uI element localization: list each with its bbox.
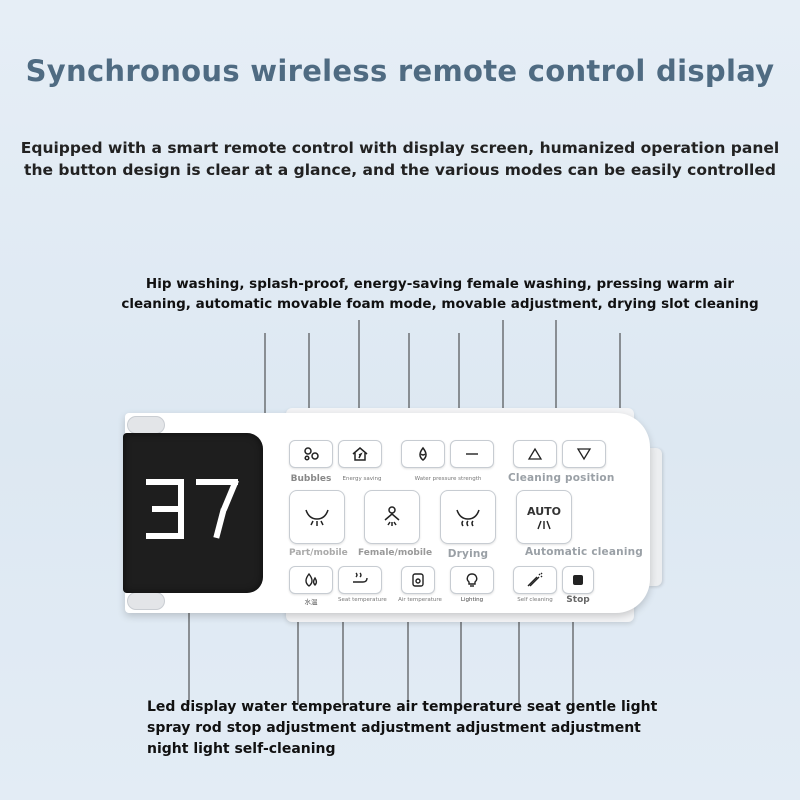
air-temperature-icon	[412, 573, 424, 587]
water-temperature-label: 水温	[304, 598, 318, 606]
triangle-down-icon	[576, 448, 592, 461]
auto-label: AUTO	[527, 504, 561, 518]
stop-label: Stop	[566, 595, 590, 605]
part-mobile-label: Part/mobile	[289, 548, 348, 558]
led-display: 37	[123, 433, 263, 593]
stop-icon	[573, 575, 583, 585]
self-cleaning-label: Self cleaning	[517, 597, 553, 603]
bubbles-label: Bubbles	[290, 474, 332, 484]
seat-icon	[353, 572, 368, 583]
drying-label: Drying	[447, 548, 489, 560]
self-cleaning-button[interactable]	[513, 566, 557, 594]
water-temperature-button[interactable]	[289, 566, 333, 594]
spray-wand-icon	[527, 572, 543, 587]
water-pressure-toggle-button[interactable]	[401, 440, 445, 468]
female-mobile-button[interactable]	[364, 490, 420, 544]
top-hinge	[127, 416, 165, 434]
lighting-button[interactable]	[450, 566, 494, 594]
bottom-hinge	[127, 592, 165, 610]
drying-button[interactable]	[440, 490, 496, 544]
bubbles-icon	[304, 447, 319, 461]
warm-air-icon	[456, 509, 480, 527]
energy-saving-label: Energy saving	[342, 476, 382, 482]
hip-wash-icon	[305, 509, 329, 526]
eco-home-icon	[352, 447, 368, 461]
page-title: Synchronous wireless remote control disp…	[25, 54, 775, 88]
position-up-button[interactable]	[513, 440, 557, 468]
air-temperature-label: Air temperature	[398, 597, 442, 603]
automatic-cleaning-label: Automatic cleaning	[524, 546, 644, 558]
lighting-label: Lighting	[460, 597, 484, 603]
water-pressure-label: Water pressure strength	[414, 476, 482, 482]
auto-button[interactable]: AUTO	[516, 490, 572, 544]
stop-button[interactable]	[562, 566, 594, 594]
seat-temperature-label: Seat temperature	[338, 597, 387, 603]
water-pressure-minus-button[interactable]	[450, 440, 494, 468]
triangle-up-icon	[527, 447, 543, 460]
air-temperature-button[interactable]	[401, 566, 435, 594]
temperature-readout: 37	[143, 477, 243, 545]
light-bulb-icon	[466, 573, 478, 587]
part-mobile-button[interactable]	[289, 490, 345, 544]
bottom-feature-description: Led display water temperature air temper…	[147, 699, 658, 757]
top-feature-description: Hip washing, splash-proof, energy-saving…	[121, 276, 759, 312]
bubbles-button[interactable]	[289, 440, 333, 468]
minus-icon	[466, 453, 478, 455]
water-drop-icon	[305, 572, 318, 587]
female-mobile-label: Female/mobile	[358, 548, 433, 558]
spray-icon	[537, 520, 551, 529]
cleaning-position-label: Cleaning position	[508, 472, 615, 484]
female-wash-icon	[384, 506, 400, 526]
position-down-button[interactable]	[562, 440, 606, 468]
seat-temperature-button[interactable]	[338, 566, 382, 594]
water-pressure-icon	[419, 446, 427, 461]
energy-saving-button[interactable]	[338, 440, 382, 468]
remote-side-tab	[648, 448, 662, 586]
page-subtitle: Equipped with a smart remote control wit…	[20, 139, 780, 179]
